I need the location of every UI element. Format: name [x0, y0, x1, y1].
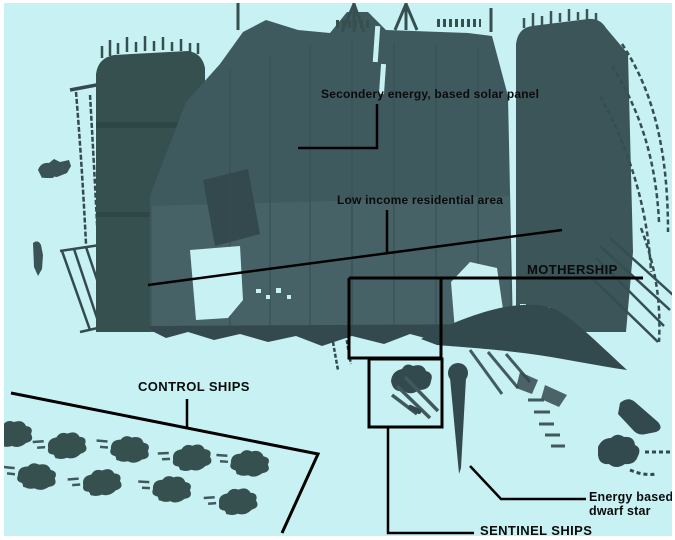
dwarf-star-label: Energy based dwarf star	[589, 490, 675, 518]
drifting-ship-left	[33, 159, 71, 276]
frame-left	[0, 0, 4, 540]
dwarf-star-label-line1: Energy based	[589, 490, 674, 504]
dwarf-star-callout	[469, 465, 586, 501]
mothership-label: MOTHERSHIP	[527, 262, 618, 277]
residential-label: Low income residential area	[337, 193, 504, 207]
frame-right	[672, 0, 675, 540]
sentinel-callout	[386, 427, 474, 535]
frame-bottom	[0, 536, 675, 540]
wing-ship	[421, 304, 627, 407]
right-crane-chains	[589, 43, 674, 343]
escort-ships	[598, 399, 671, 476]
sentinel-ship	[390, 364, 440, 420]
residential-pointer	[147, 228, 563, 287]
dwarf-star-spike	[448, 363, 468, 474]
solar-panel-label: Secondery energy, based solar panel	[321, 87, 540, 101]
control-ships-label: CONTROL SHIPS	[138, 379, 250, 394]
control-pointer	[10, 391, 321, 534]
motion-streaks	[528, 398, 565, 448]
sentinel-ships-label: SENTINEL SHIPS	[480, 523, 593, 538]
frame-top	[0, 0, 675, 3]
sentinel-box	[367, 357, 444, 429]
dwarf-star-label-line2: dwarf star	[589, 503, 651, 518]
callout-lines	[10, 104, 643, 535]
roof-vents	[336, 19, 481, 28]
solar-panel-callout	[298, 104, 379, 150]
right-tower	[516, 9, 633, 333]
